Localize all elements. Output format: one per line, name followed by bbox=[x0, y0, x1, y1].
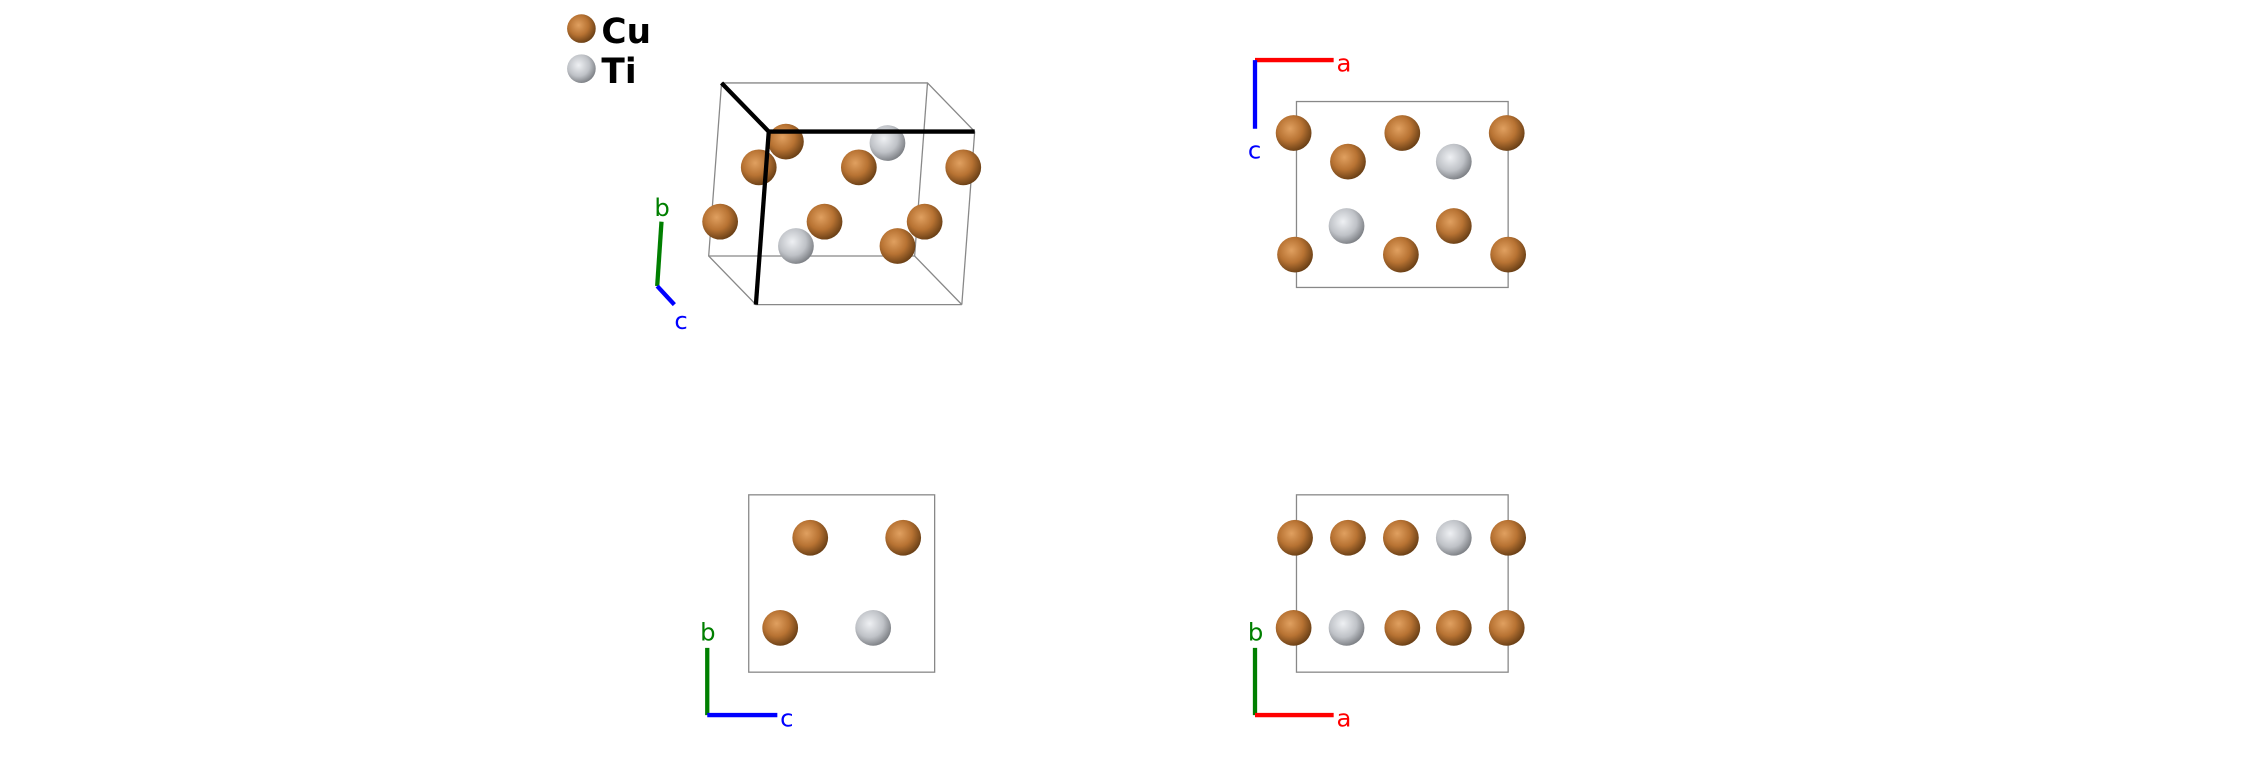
cu-atom bbox=[1435, 609, 1472, 646]
cu-atom bbox=[1277, 519, 1313, 556]
cu-atom bbox=[762, 609, 799, 646]
cu-atom bbox=[1488, 609, 1525, 646]
cu-atom bbox=[1383, 236, 1419, 273]
cu-atom bbox=[945, 149, 982, 186]
axis-label-c: c bbox=[1248, 136, 1261, 165]
axis-indicator: b c bbox=[654, 193, 687, 335]
legend-label-cu: Cu bbox=[601, 12, 651, 52]
cu-atom bbox=[1384, 115, 1421, 151]
legend: Cu Ti bbox=[567, 12, 651, 92]
ti-atom bbox=[869, 125, 906, 161]
cu-atom bbox=[1275, 609, 1312, 646]
ti-atom bbox=[1328, 208, 1365, 244]
cu-atom bbox=[1490, 519, 1527, 556]
axis-label-c: c bbox=[674, 306, 687, 335]
cu-atom bbox=[1277, 236, 1313, 273]
cu-atom bbox=[906, 203, 943, 240]
cu-atom bbox=[768, 123, 804, 160]
cu-atom bbox=[1488, 115, 1525, 151]
cu-atom bbox=[806, 203, 843, 240]
axis-label-c: c bbox=[780, 704, 793, 733]
cu-atom bbox=[840, 149, 877, 186]
axis-label-b: b bbox=[1248, 618, 1263, 647]
view-along-b: a c bbox=[1248, 49, 1527, 289]
ti-atom bbox=[1435, 519, 1472, 556]
ti-atom bbox=[1328, 609, 1365, 646]
axis-label-b: b bbox=[654, 193, 669, 222]
ti-atom bbox=[1435, 143, 1472, 180]
perspective-view: b c bbox=[654, 81, 982, 335]
atoms bbox=[762, 519, 922, 646]
unit-cell bbox=[708, 82, 976, 306]
cu-atom bbox=[885, 519, 922, 556]
atoms bbox=[1275, 519, 1527, 646]
cu-atom bbox=[1383, 519, 1419, 556]
cell-edges-origin bbox=[720, 81, 975, 305]
axis-label-b: b bbox=[700, 618, 715, 647]
legend-label-ti: Ti bbox=[601, 52, 636, 92]
unit-cell bbox=[1295, 494, 1509, 673]
cu-atom bbox=[1330, 143, 1366, 180]
ti-legend-swatch bbox=[567, 54, 596, 83]
atoms bbox=[702, 123, 982, 264]
unit-cell bbox=[1295, 100, 1509, 289]
cu-legend-swatch bbox=[567, 14, 596, 43]
view-along-a: b c bbox=[700, 494, 936, 733]
axis-label-a: a bbox=[1337, 704, 1352, 733]
cu-atom bbox=[1435, 208, 1472, 244]
cu-atom bbox=[1330, 519, 1366, 556]
cu-atom bbox=[1490, 236, 1527, 273]
cu-atom bbox=[702, 203, 739, 240]
axis-indicator: b a bbox=[1248, 618, 1352, 733]
axis-label-a: a bbox=[1337, 49, 1352, 78]
cu-atom bbox=[792, 519, 829, 556]
cu-atom bbox=[1275, 115, 1312, 151]
unit-cell bbox=[748, 494, 936, 673]
cu-atom bbox=[1384, 609, 1421, 646]
cu-atom bbox=[740, 149, 777, 186]
atoms bbox=[1275, 115, 1527, 273]
axis-indicator: b c bbox=[700, 618, 793, 733]
axis-indicator: a c bbox=[1248, 49, 1352, 165]
ti-atom bbox=[855, 609, 892, 646]
ti-atom bbox=[778, 228, 814, 264]
view-along-c: b a bbox=[1248, 494, 1527, 733]
cu-atom bbox=[879, 228, 916, 264]
